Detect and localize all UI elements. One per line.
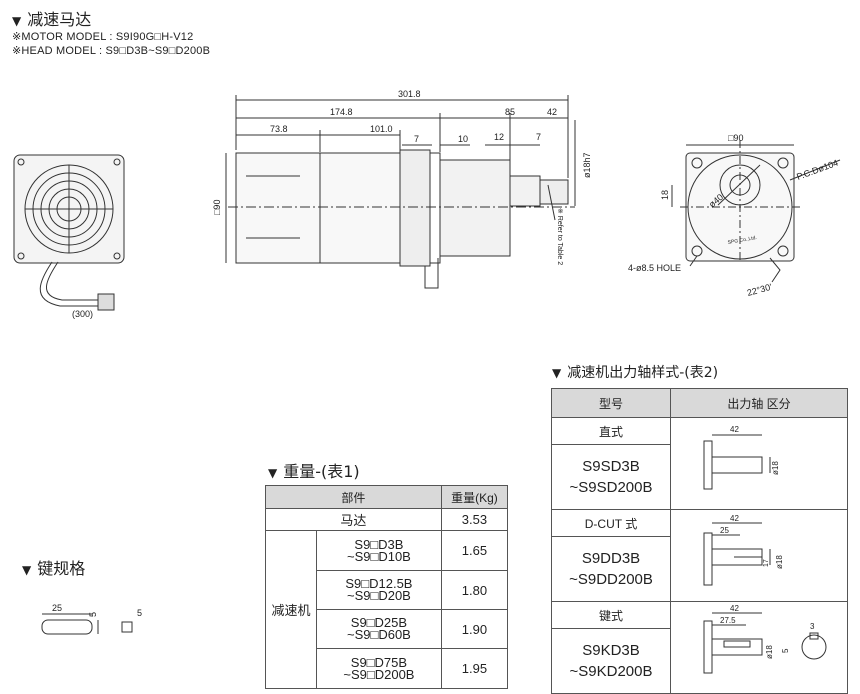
- rear-view: [13, 154, 125, 311]
- motor-model-text: ※MOTOR MODEL : S9I90G□H-V12: [12, 31, 194, 43]
- shaft-table: 型号 出力轴 区分 直式 42 ø18 S9SD3B~S9SD200B D-CU…: [551, 388, 848, 694]
- table-row: S9□D75B~S9□D200B: [316, 648, 442, 689]
- svg-text:27.5: 27.5: [720, 616, 736, 625]
- head-model-text: ※HEAD MODEL : S9□D3B~S9□D200B: [12, 45, 211, 57]
- table-row: S9SD3B~S9SD200B: [551, 444, 671, 510]
- svg-text:ø18: ø18: [771, 461, 780, 475]
- page-title: ▼减速马达: [12, 10, 92, 29]
- dim-angle: 22°30': [746, 282, 773, 298]
- weight-table-title: ▼重量-(表1): [268, 462, 360, 481]
- shaft-type: D-CUT 式: [551, 509, 671, 537]
- side-view: [225, 95, 576, 289]
- table-row: S9□D3B~S9□D10B: [316, 530, 442, 571]
- shaft-drawing-dcut: 42 25 17 ø18: [670, 509, 848, 602]
- key-title: ▼键规格: [22, 559, 86, 578]
- weight-value: 1.65: [440, 530, 509, 571]
- shaft-drawing-straight: 42 ø18: [670, 417, 848, 510]
- shaft-type: 直式: [551, 417, 671, 445]
- svg-text:3: 3: [810, 622, 815, 631]
- shaft-table-title: ▼减速机出力轴样式-(表2): [552, 365, 719, 381]
- dim-7a: 7: [414, 134, 419, 144]
- gear-label: 减速机: [265, 530, 317, 689]
- dim-73: 73.8: [270, 124, 288, 134]
- shaft-drawing-key: 42 27.5 ø18 5 3: [670, 601, 848, 694]
- dim-18: 18: [660, 190, 670, 200]
- motor-weight: 3.53: [440, 508, 509, 531]
- dim-pcd: P.C.Dø104: [795, 158, 839, 182]
- dim-total: 301.8: [398, 89, 421, 99]
- shaft-type: 键式: [551, 601, 671, 629]
- col-shaft: 出力轴 区分: [670, 388, 848, 418]
- table-row: S9DD3B~S9DD200B: [551, 536, 671, 602]
- weight-value: 1.95: [440, 648, 509, 689]
- svg-text:ø18: ø18: [775, 555, 784, 569]
- table-row: S9□D12.5B~S9□D20B: [316, 570, 442, 610]
- svg-text:42: 42: [730, 514, 739, 523]
- weight-table: 部件 重量(Kg) 马达 3.53 减速机 S9□D3B~S9□D10B 1.6…: [265, 485, 509, 689]
- col-weight: 重量(Kg): [440, 485, 509, 509]
- dim-holes: 4-ø8.5 HOLE: [628, 263, 681, 273]
- svg-text:5: 5: [781, 648, 790, 653]
- triangle-bullet-icon: ▼: [552, 366, 562, 380]
- table-row: S9KD3B~S9KD200B: [551, 628, 671, 694]
- dim-refer: ※ Refer to Table 2: [556, 208, 563, 265]
- svg-text:42: 42: [730, 425, 739, 434]
- dim-85: 85: [505, 107, 515, 117]
- table-row: S9□D25B~S9□D60B: [316, 609, 442, 649]
- dim-7b: 7: [536, 132, 541, 142]
- dim-sq90: □90: [212, 200, 222, 215]
- triangle-bullet-icon: ▼: [12, 14, 22, 28]
- dim-shaft-dia: ø18h7: [582, 152, 592, 178]
- motor-label: 马达: [265, 508, 442, 531]
- weight-value: 1.90: [440, 609, 509, 649]
- col-model: 型号: [551, 388, 671, 418]
- key-h: 5: [88, 612, 98, 617]
- dim-cable: (300): [72, 309, 93, 319]
- svg-text:25: 25: [720, 526, 729, 535]
- key-drawing: [41, 613, 133, 635]
- dim-sq90b: □90: [728, 133, 743, 143]
- dim-174: 174.8: [330, 107, 353, 117]
- triangle-bullet-icon: ▼: [268, 466, 278, 480]
- svg-text:42: 42: [730, 604, 739, 613]
- svg-text:ø18: ø18: [765, 645, 774, 659]
- front-view: [671, 140, 841, 283]
- key-len: 25: [52, 603, 62, 613]
- weight-value: 1.80: [440, 570, 509, 610]
- svg-text:17: 17: [763, 559, 770, 567]
- dim-12: 12: [494, 132, 504, 142]
- key-w: 5: [137, 608, 142, 618]
- dim-101: 101.0: [370, 124, 393, 134]
- brand-mark: SPG Co.,Ltd.: [727, 235, 757, 246]
- dim-42: 42: [547, 107, 557, 117]
- col-part: 部件: [265, 485, 442, 509]
- dim-10: 10: [458, 134, 468, 144]
- triangle-bullet-icon: ▼: [22, 563, 32, 577]
